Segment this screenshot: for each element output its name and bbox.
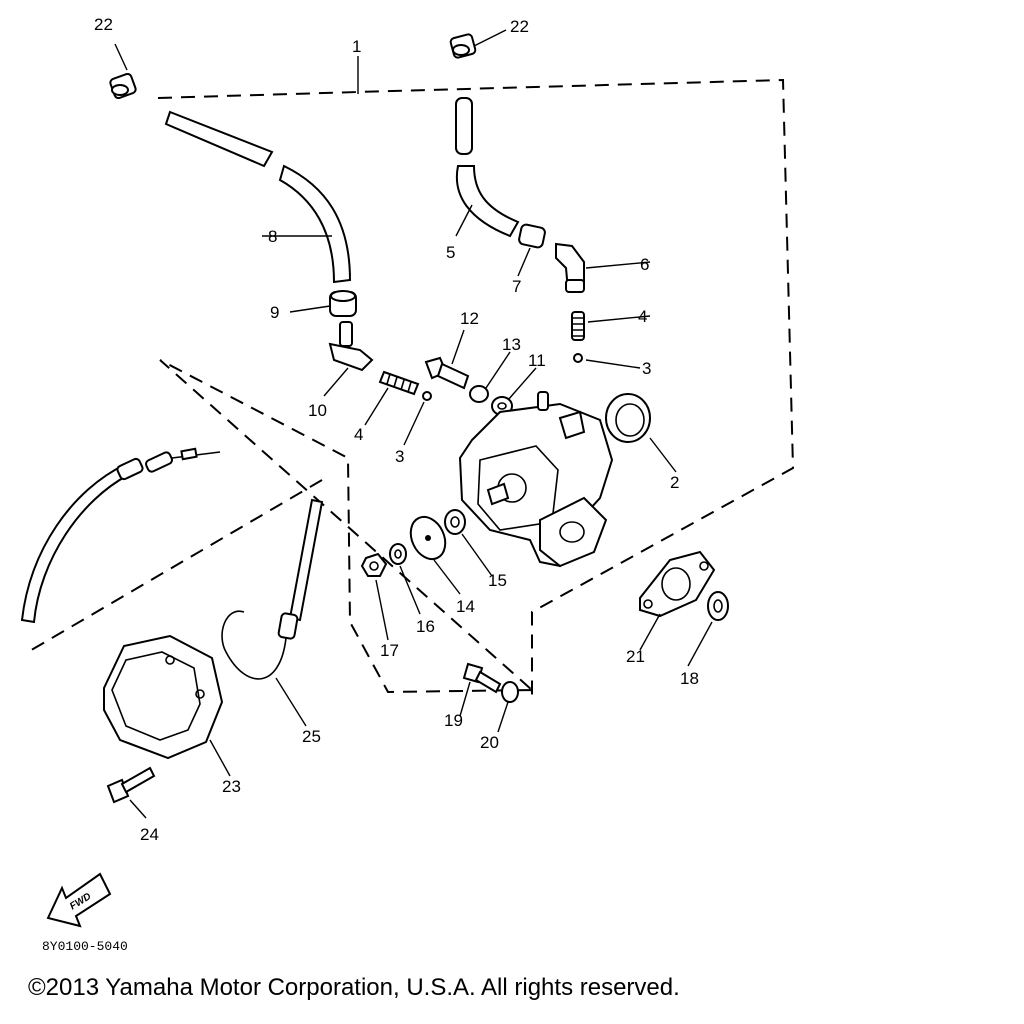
- hose-5: [455, 97, 520, 238]
- copyright-notice: ©2013 Yamaha Motor Corporation, U.S.A. A…: [28, 974, 680, 1001]
- clip-7: [517, 223, 546, 277]
- callout-14: 14: [456, 597, 475, 616]
- bolt-19: [459, 662, 502, 717]
- gasket-21: [639, 550, 716, 651]
- seal-11: [491, 367, 537, 416]
- spring-4-left: [364, 370, 420, 426]
- washer-15: [444, 509, 493, 577]
- callout-16: 16: [416, 617, 435, 636]
- cap-22-right: [449, 33, 477, 59]
- callout-8: 8: [268, 227, 277, 246]
- callout-22-left: 22: [94, 15, 113, 34]
- oil-seal-2: [605, 393, 677, 473]
- bolt-24: [106, 766, 156, 819]
- spring-4-right: [571, 311, 651, 341]
- cap-22-left: [109, 72, 137, 100]
- callout-2: 2: [670, 473, 679, 492]
- pump-cable: [20, 447, 221, 624]
- callout-24: 24: [140, 825, 159, 844]
- callout-11: 11: [528, 351, 546, 370]
- callout-19: 19: [444, 711, 463, 730]
- callout-15: 15: [488, 571, 507, 590]
- callout-9: 9: [270, 303, 279, 322]
- pulley-14: [409, 515, 461, 595]
- callout-1: 1: [352, 37, 361, 56]
- callout-4-left: 4: [354, 425, 363, 444]
- tank-boundary: [27, 479, 323, 653]
- callout-18: 18: [680, 669, 699, 688]
- forward-arrow-icon: FWD: [46, 872, 112, 928]
- callout-25: 25: [302, 727, 321, 746]
- oil-level-sensor-25: [221, 498, 324, 727]
- washer-13: [469, 351, 511, 403]
- oil-tank-23: [103, 634, 231, 777]
- callout-6: 6: [640, 255, 649, 274]
- oil-pump-body: [458, 391, 614, 568]
- callout-labels: 1 2 3 3 4 4 5 6 7 8 9 10 11 12 13 14 15 …: [94, 15, 699, 844]
- drawing-code: 8Y0100-5040: [42, 939, 128, 954]
- callout-10: 10: [308, 401, 327, 420]
- callout-12: 12: [460, 309, 479, 328]
- callout-3-left: 3: [395, 447, 404, 466]
- elbow-fitting-10: [323, 321, 374, 397]
- clip-9: [289, 290, 357, 317]
- callout-20: 20: [480, 733, 499, 752]
- washer-20: [497, 681, 519, 733]
- callout-22-right: 22: [510, 17, 529, 36]
- callout-23: 23: [222, 777, 241, 796]
- assembly-boundary: [157, 78, 795, 700]
- callout-5: 5: [446, 243, 455, 262]
- elbow-fitting-6: [555, 242, 651, 293]
- callout-17: 17: [380, 641, 399, 660]
- callout-7: 7: [512, 277, 521, 296]
- callout-3-right: 3: [642, 359, 651, 378]
- callout-21: 21: [626, 647, 645, 666]
- ball-3-left: [403, 391, 432, 446]
- screw-12: [424, 329, 470, 390]
- nut-17: [360, 552, 389, 641]
- ball-3-right: [573, 353, 641, 369]
- washer-16: [389, 543, 421, 615]
- hose-8: [164, 110, 352, 284]
- callout-13: 13: [502, 335, 521, 354]
- callout-4-right: 4: [638, 307, 647, 326]
- washer-18: [687, 591, 729, 667]
